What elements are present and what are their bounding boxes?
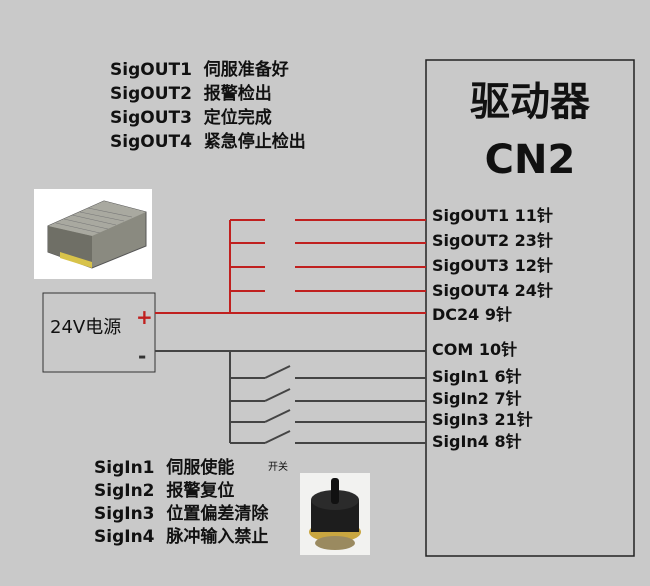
red-wires: [155, 219, 426, 314]
legend-out-4: SigOUT4 紧急停止检出: [110, 132, 306, 152]
legend-in-2: SigIn2 报警复位: [94, 481, 235, 501]
legend-out-2: SigOUT2 报警检出: [110, 84, 272, 104]
power-supply-box: [42, 292, 156, 373]
power-supply-photo: [34, 189, 152, 279]
pin-dc24: DC24 9针: [432, 305, 512, 324]
pin-sigout2: SigOUT2 23针: [432, 231, 553, 250]
pin-sigout3: SigOUT3 12针: [432, 256, 553, 275]
power-supply-label: 24V电源: [50, 317, 122, 338]
pin-sigout4: SigOUT4 24针: [432, 281, 553, 300]
driver-box: [425, 59, 635, 557]
legend-out-3: SigOUT3 定位完成: [110, 108, 272, 128]
pin-sigin3: SigIn3 21针: [432, 410, 533, 429]
selector-switch-photo: [300, 473, 370, 555]
pin-sigin2: SigIn2 7针: [432, 389, 522, 408]
pin-sigin4: SigIn4 8针: [432, 432, 522, 451]
legend-out-1: SigOUT1 伺服准备好: [110, 60, 289, 80]
dark-wires: [155, 350, 426, 444]
pin-sigout1: SigOUT1 11针: [432, 206, 553, 225]
legend-in-4: SigIn4 脉冲输入禁止: [94, 527, 269, 547]
pin-com: COM 10针: [432, 340, 518, 359]
pin-sigin1: SigIn1 6针: [432, 367, 522, 386]
legend-in-3: SigIn3 位置偏差清除: [94, 504, 269, 524]
minus-terminal: -: [138, 344, 147, 368]
driver-connector: CN2: [484, 137, 576, 183]
driver-title: 驱动器: [470, 79, 590, 125]
legend-in-1: SigIn1 伺服使能: [94, 458, 235, 478]
switch-label: 开关: [268, 462, 288, 473]
plus-terminal: +: [136, 305, 153, 329]
